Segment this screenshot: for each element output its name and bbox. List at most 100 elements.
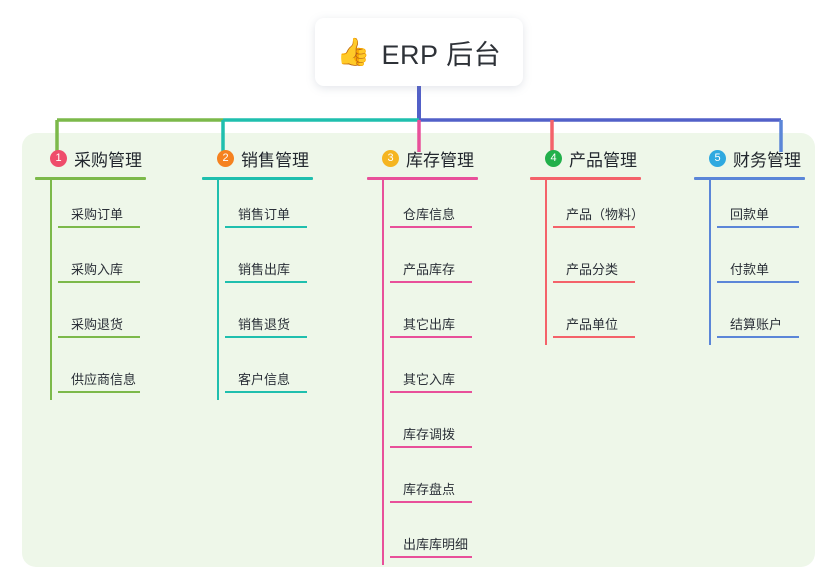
list-item-label: 产品库存 [403,262,456,277]
column-title: 财务管理 [733,150,801,170]
list-item-underline [225,336,307,338]
column-header-1[interactable]: 1 采购管理 [35,145,146,171]
list-item[interactable]: 销售订单 [217,180,313,235]
list-item-label: 供应商信息 [71,372,137,387]
list-item-label: 产品分类 [566,262,619,277]
list-item[interactable]: 销售退货 [217,290,313,345]
list-item[interactable]: 采购订单 [50,180,146,235]
list-item-label: 库存调拨 [403,427,456,442]
list-item-label: 产品单位 [566,317,619,332]
column-4: 4 产品管理产品（物料） 产品分类产品单位 [530,145,645,345]
list-item-underline [58,226,140,228]
list-item-underline [58,281,140,283]
badge-number-icon: 4 [545,149,562,167]
list-item[interactable]: 销售出库 [217,235,313,290]
column-title: 采购管理 [74,150,142,170]
list-item[interactable]: 产品单位 [545,290,641,345]
list-item[interactable]: 采购退货 [50,290,146,345]
list-item-underline [553,281,635,283]
list-item-underline [717,336,799,338]
column-items: 仓库信息产品库存其它出库其它入库库存调拨库存盘点出库库明细 [382,180,478,565]
list-item-underline [390,501,472,503]
list-item[interactable]: 结算账户 [709,290,805,345]
root-title: ERP 后台 [381,39,502,70]
column-title: 产品管理 [569,150,637,170]
column-5: 5 财务管理回款单付款单结算账户 [694,145,805,345]
list-item-label: 产品（物料） [566,207,645,222]
list-item-underline [390,446,472,448]
list-item[interactable]: 其它出库 [382,290,478,345]
column-header-underline [694,177,805,180]
column-spine [382,180,384,565]
column-3: 3 库存管理仓库信息产品库存其它出库其它入库库存调拨库存盘点出库库明细 [367,145,478,565]
column-header-3[interactable]: 3 库存管理 [367,145,478,171]
column-spine [545,180,547,345]
list-item-underline [58,336,140,338]
list-item-underline [58,391,140,393]
list-item-label: 库存盘点 [403,482,456,497]
list-item-label: 采购订单 [71,207,124,222]
column-header-5[interactable]: 5 财务管理 [694,145,805,171]
list-item[interactable]: 采购入库 [50,235,146,290]
list-item-underline [225,226,307,228]
list-item[interactable]: 供应商信息 [50,345,146,400]
list-item-underline [225,391,307,393]
list-item[interactable]: 产品库存 [382,235,478,290]
list-item-label: 销售出库 [238,262,291,277]
list-item-label: 结算账户 [730,317,783,332]
column-spine [50,180,52,400]
list-item-label: 出库库明细 [403,537,469,552]
list-item-underline [553,336,635,338]
column-header-underline [35,177,146,180]
list-item[interactable]: 付款单 [709,235,805,290]
list-item[interactable]: 产品（物料） [545,180,645,235]
badge-number-icon: 2 [217,149,234,167]
badge-number-icon: 3 [382,149,399,167]
list-item-underline [390,556,472,558]
list-item-label: 销售订单 [238,207,291,222]
column-items: 回款单付款单结算账户 [709,180,805,345]
column-header-underline [367,177,478,180]
list-item-label: 采购入库 [71,262,124,277]
list-item-underline [390,226,472,228]
column-spine [217,180,219,400]
column-1: 1 采购管理采购订单采购入库采购退货供应商信息 [35,145,146,400]
column-header-4[interactable]: 4 产品管理 [530,145,641,171]
list-item-label: 采购退货 [71,317,124,332]
list-item[interactable]: 其它入库 [382,345,478,400]
thumbs-up-icon: 👍 [336,36,371,67]
column-2: 2 销售管理销售订单销售出库销售退货客户信息 [202,145,313,400]
list-item[interactable]: 回款单 [709,180,805,235]
list-item-label: 其它入库 [403,372,456,387]
list-item-label: 回款单 [730,207,770,222]
list-item[interactable]: 出库库明细 [382,510,478,565]
list-item-underline [225,281,307,283]
root-node[interactable]: 👍 ERP 后台 [315,18,523,86]
list-item[interactable]: 仓库信息 [382,180,478,235]
column-header-2[interactable]: 2 销售管理 [202,145,313,171]
column-header-underline [530,177,641,180]
list-item-underline [390,281,472,283]
list-item[interactable]: 产品分类 [545,235,641,290]
column-items: 销售订单销售出库销售退货客户信息 [217,180,313,400]
list-item[interactable]: 客户信息 [217,345,313,400]
column-title: 库存管理 [406,150,474,170]
column-spine [709,180,711,345]
badge-number-icon: 5 [709,149,726,167]
column-items: 采购订单采购入库采购退货供应商信息 [50,180,146,400]
list-item-label: 仓库信息 [403,207,456,222]
column-title: 销售管理 [241,150,309,170]
list-item[interactable]: 库存调拨 [382,400,478,455]
list-item-label: 销售退货 [238,317,291,332]
list-item-underline [390,336,472,338]
content-panel [22,133,815,567]
column-header-underline [202,177,313,180]
column-items: 产品（物料） 产品分类产品单位 [545,180,645,345]
list-item-underline [717,226,799,228]
list-item[interactable]: 库存盘点 [382,455,478,510]
list-item-underline [390,391,472,393]
list-item-underline [553,226,635,228]
badge-number-icon: 1 [50,149,67,167]
list-item-label: 付款单 [730,262,770,277]
